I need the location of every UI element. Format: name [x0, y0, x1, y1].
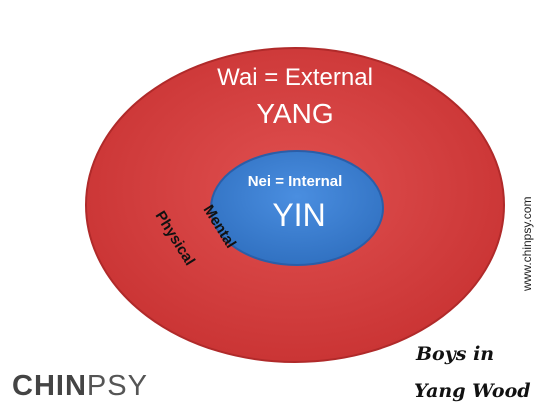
yang-label: YANG: [256, 98, 334, 129]
outer-circle-title: Wai = External: [217, 64, 373, 91]
inner-circle-title: Nei = Internal: [247, 173, 343, 190]
yin-label: YIN: [272, 197, 326, 233]
website-url: www.chinpsy.com: [520, 196, 534, 291]
logo-bold: CHIN: [12, 370, 87, 402]
caption-line-1: Boys in: [416, 343, 495, 365]
inner-circle-yin: [210, 150, 384, 266]
chinpsy-logo: CHINPSY: [12, 370, 148, 403]
caption-line-2: Yang Wood: [414, 380, 531, 402]
logo-light: PSY: [86, 370, 148, 402]
